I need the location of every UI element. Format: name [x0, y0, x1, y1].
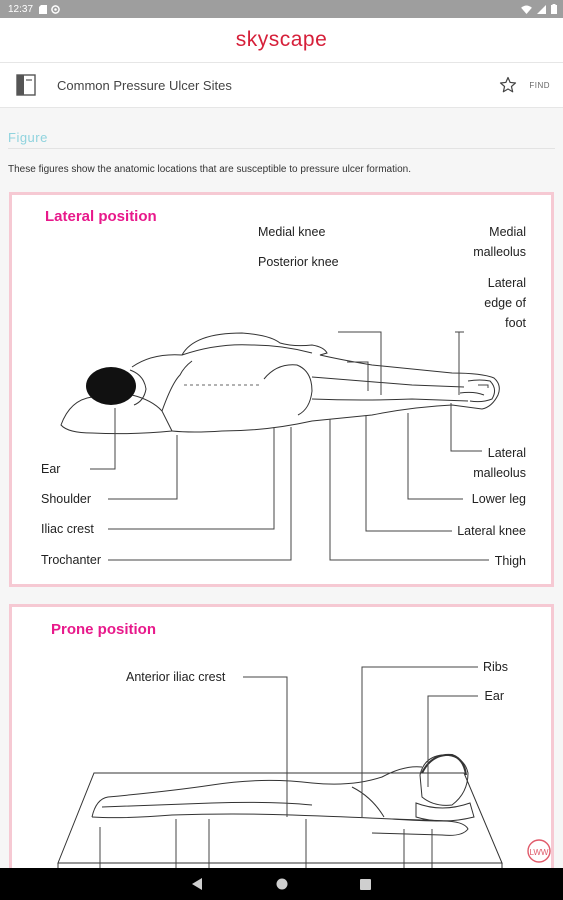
- label-trochanter: Trochanter: [41, 553, 101, 567]
- arm-outline: [181, 344, 313, 356]
- label-lateral-edge-1: Lateral: [488, 276, 526, 290]
- prone-arm: [371, 818, 469, 836]
- foot-outline-2: [459, 391, 485, 396]
- back-outline: [161, 360, 193, 412]
- label-lateral-malleolus-2: malleolus: [473, 466, 526, 480]
- recents-nav-button[interactable]: [359, 877, 373, 891]
- brand-logo: skyscape: [235, 28, 328, 51]
- label-lateral-edge-2: edge of: [484, 296, 526, 310]
- mattress-outline: [57, 772, 503, 864]
- cellular-icon: [537, 4, 546, 14]
- label-anterior-iliac-crest: Anterior iliac crest: [126, 670, 226, 684]
- home-nav-button[interactable]: [275, 877, 289, 891]
- wifi-icon: [521, 4, 532, 14]
- back-triangle-icon: [192, 878, 202, 890]
- prone-back-line: [101, 801, 313, 808]
- home-circle-icon: [276, 878, 287, 890]
- figure-lateral-position: Lateral position: [9, 192, 554, 587]
- pillow-shape: [60, 394, 173, 435]
- book-icon[interactable]: [16, 74, 36, 96]
- hip-outline: [263, 364, 313, 416]
- document-header: Common Pressure Ulcer Sites FIND: [0, 63, 563, 108]
- sd-card-icon: [39, 4, 48, 14]
- content-area[interactable]: Figure These figures show the anatomic l…: [0, 108, 563, 868]
- label-medial-knee: Medial knee: [258, 225, 325, 239]
- app-bar: skyscape: [0, 18, 563, 63]
- head-shape: [86, 367, 136, 405]
- label-ear: Ear: [41, 462, 60, 476]
- lower-leg-outline: [311, 398, 469, 402]
- label-medial-malleolus-2: malleolus: [473, 245, 526, 259]
- figure-prone-position: Prone position: [9, 604, 554, 868]
- label-lateral-malleolus-1: Lateral: [488, 446, 526, 460]
- prone-position-illustration: Anterior iliac crest Ribs Ear LWW: [57, 660, 551, 868]
- status-bar: 12:37: [0, 0, 563, 18]
- label-lateral-edge-3: foot: [505, 316, 526, 330]
- prone-head: [419, 754, 469, 806]
- lateral-position-illustration: Medial knee Posterior knee Medial malleo…: [41, 225, 527, 568]
- label-lateral-knee: Lateral knee: [457, 524, 526, 538]
- system-navigation-bar: [0, 868, 563, 900]
- label-ear-prone: Ear: [485, 689, 504, 703]
- sync-icon: [51, 4, 60, 14]
- status-time: 12:37: [8, 3, 34, 15]
- publisher-logo: LWW: [527, 839, 551, 863]
- label-posterior-knee: Posterior knee: [258, 255, 339, 269]
- page-title: Common Pressure Ulcer Sites: [57, 77, 232, 93]
- body-outline: [131, 332, 500, 433]
- prone-body-outline: [91, 766, 423, 818]
- figure-title-prone: Prone position: [51, 621, 156, 638]
- label-shoulder: Shoulder: [41, 492, 91, 506]
- face-outline: [129, 369, 147, 406]
- prone-shoulder: [351, 786, 385, 818]
- battery-icon: [551, 4, 557, 14]
- find-button[interactable]: FIND: [529, 80, 550, 90]
- figure-title-lateral: Lateral position: [45, 208, 157, 225]
- prone-hair: [421, 753, 467, 776]
- back-nav-button[interactable]: [191, 877, 205, 891]
- upper-leg-outline: [311, 376, 465, 388]
- prone-body-lower: [91, 813, 453, 822]
- label-ribs: Ribs: [483, 660, 508, 674]
- label-thigh: Thigh: [495, 554, 526, 568]
- figure-caption: These figures show the anatomic location…: [8, 164, 411, 175]
- mattress-front: [57, 863, 503, 868]
- pillow-prone: [415, 802, 475, 822]
- label-iliac-crest: Iliac crest: [41, 522, 94, 536]
- label-medial-malleolus-1: Medial: [489, 225, 526, 239]
- svg-text:LWW: LWW: [530, 848, 549, 857]
- recents-square-icon: [360, 878, 371, 890]
- section-label: Figure: [8, 130, 48, 145]
- label-lower-leg: Lower leg: [472, 492, 526, 506]
- foot-outline: [467, 379, 496, 403]
- section-divider: [8, 148, 555, 149]
- star-icon[interactable]: [499, 76, 517, 94]
